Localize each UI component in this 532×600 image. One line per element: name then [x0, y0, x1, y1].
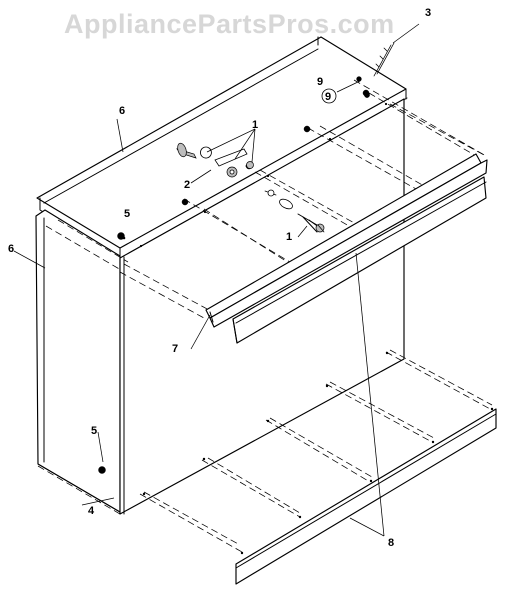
callout-6-lower: 6 — [8, 243, 14, 255]
callout-8: 8 — [388, 537, 394, 549]
callout-9-circle-label: 9 — [325, 91, 331, 103]
upper-dashed-guides — [45, 79, 487, 319]
callout-3: 3 — [425, 7, 431, 19]
leader-lines — [13, 23, 420, 537]
callout-6-upper: 6 — [119, 105, 125, 117]
callout-9-circle: 9 — [321, 88, 337, 104]
callout-1-upper: 1 — [252, 119, 258, 131]
callout-5-lower: 5 — [91, 425, 97, 437]
callout-9: 9 — [317, 76, 323, 88]
callout-4: 4 — [88, 505, 95, 517]
site-watermark: AppliancePartsPros.com — [64, 9, 395, 39]
lower-trim-bar — [235, 408, 497, 585]
lower-dashed-guides — [37, 349, 493, 553]
callout-2: 2 — [184, 179, 190, 191]
callout-5-upper: 5 — [124, 208, 130, 220]
callout-7: 7 — [172, 343, 178, 355]
left-side-panel — [35, 209, 121, 513]
callout-1-lower: 1 — [286, 231, 292, 243]
upper-trim-rail — [205, 153, 488, 344]
corner-hardware — [356, 42, 395, 98]
